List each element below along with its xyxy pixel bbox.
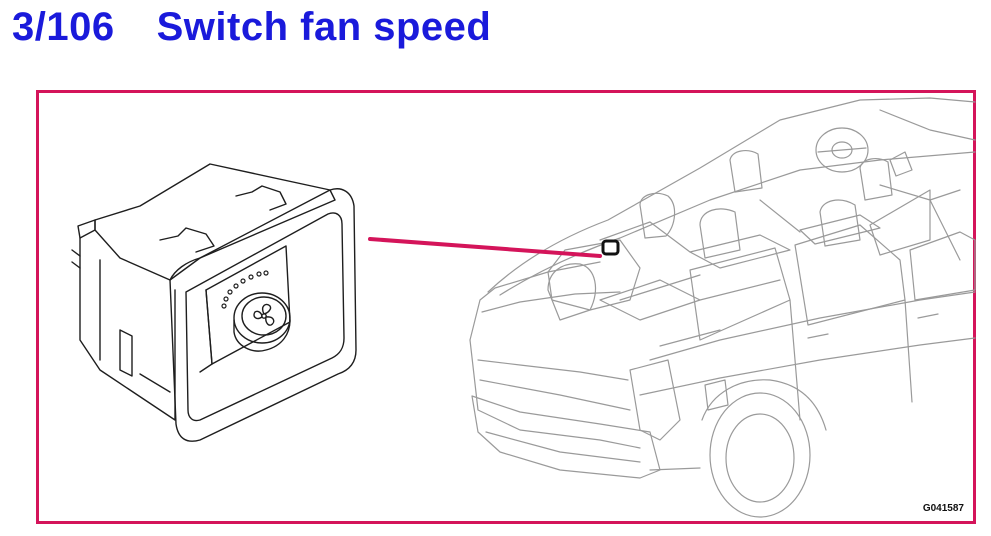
diagram-frame: [36, 90, 976, 524]
fan-icon: [253, 303, 275, 326]
figure-id: G041587: [922, 503, 964, 514]
page-title: 3/106 Switch fan speed: [12, 2, 491, 52]
title-text: Switch fan speed: [156, 4, 492, 49]
car-illustration: [469, 97, 976, 518]
fan-switch-illustration: [71, 163, 357, 442]
switch-location-marker: [601, 239, 620, 256]
section-number: 3/106: [12, 4, 115, 49]
pointer-line: [368, 237, 602, 258]
